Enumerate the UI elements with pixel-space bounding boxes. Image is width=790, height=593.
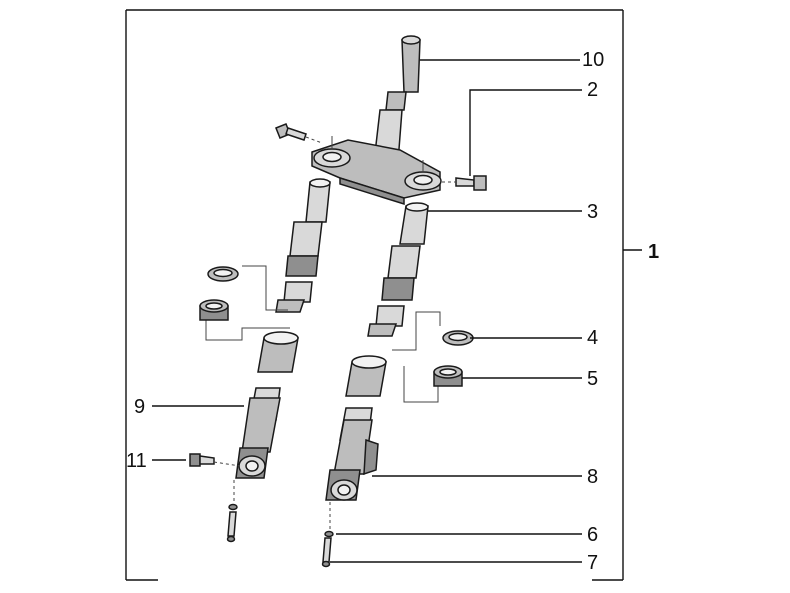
callout-6: 6	[587, 524, 598, 546]
left-axle-bolt	[189, 453, 241, 467]
callout-7: 7	[587, 552, 598, 574]
callout-11: 11	[126, 450, 147, 472]
clamp-bolt-left	[275, 123, 323, 144]
clamp-bolt-right	[442, 175, 487, 191]
callout-1: 1	[648, 241, 659, 263]
right-bottom-bolt	[321, 502, 334, 568]
callout-8: 8	[587, 466, 598, 488]
triple-clamp	[311, 136, 442, 206]
right-fork-inner-tube	[367, 202, 429, 337]
callout-10: 10	[582, 49, 604, 71]
right-seals-group	[392, 311, 474, 403]
left-seals-group	[199, 265, 290, 341]
right-fork-outer-slider	[325, 355, 387, 501]
leader-lines	[152, 59, 582, 563]
callout-4: 4	[587, 327, 598, 349]
assembly-frame	[125, 9, 642, 581]
left-fork-inner-tube	[275, 178, 331, 313]
left-bottom-bolt	[226, 480, 238, 543]
left-fork-outer-slider	[235, 331, 299, 479]
callout-5: 5	[587, 368, 598, 390]
callout-2: 2	[587, 79, 598, 101]
callout-9: 9	[134, 396, 145, 418]
callout-3: 3	[587, 201, 598, 223]
